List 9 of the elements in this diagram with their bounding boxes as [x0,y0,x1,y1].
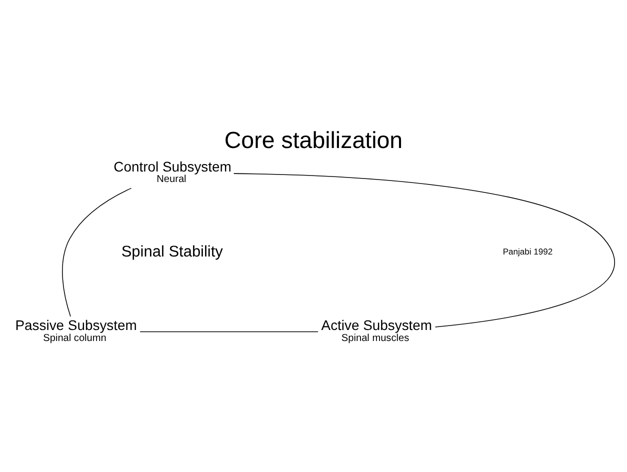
node-text: Active Subsystem Spinal muscles [321,316,432,344]
label: Spinal Stability [121,242,223,260]
connector [233,172,615,327]
connector [140,330,318,332]
node-text: Passive Subsystem Spinal column [15,316,137,344]
node-text: Control Subsystem Neural [114,158,232,185]
label: Panjabi 1992 [502,246,553,256]
connector [62,187,132,316]
diagram-title: Core stabilization [224,126,403,152]
